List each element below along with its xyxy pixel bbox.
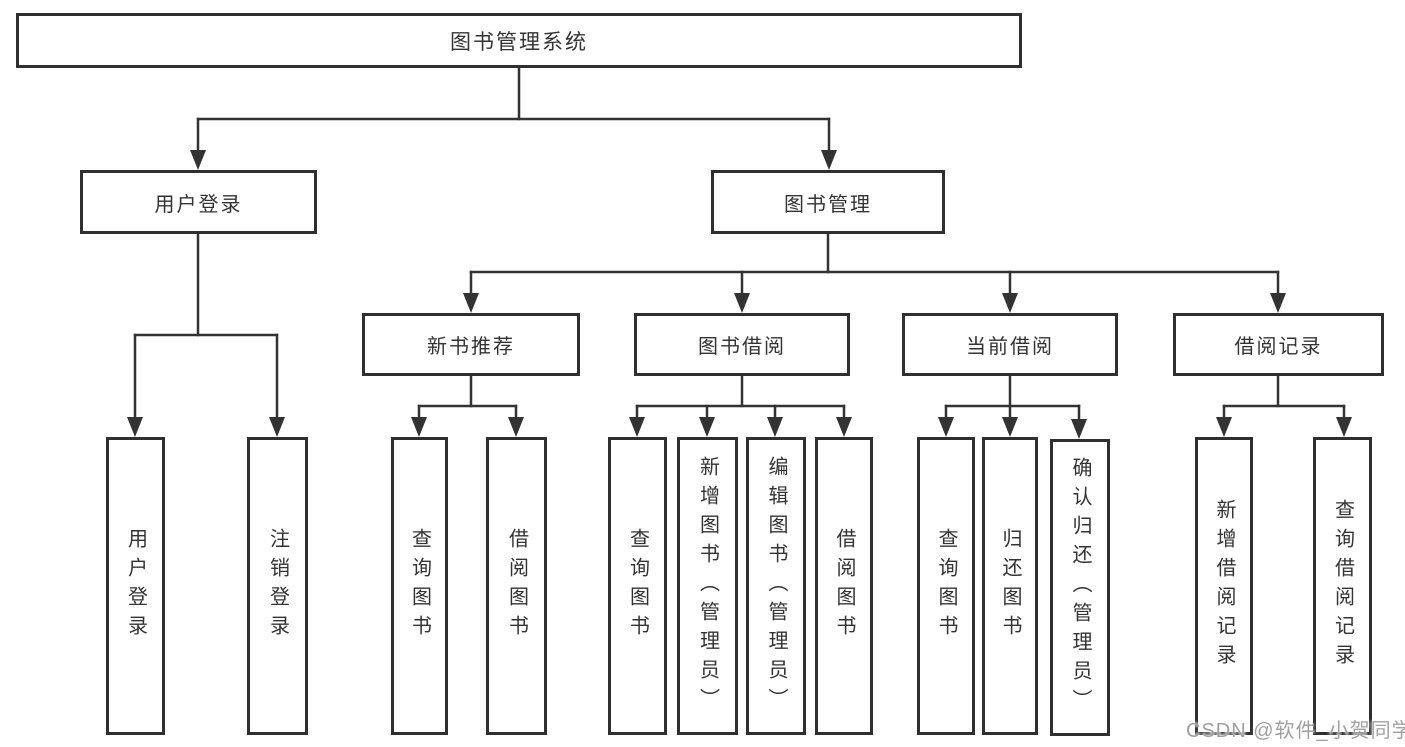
leaf-add-books-admin: 新增图书（管理员） bbox=[677, 437, 738, 735]
leaf-query-books-2-label: 查询图书 bbox=[626, 528, 649, 644]
leaf-query-books-3: 查询图书 bbox=[917, 437, 975, 735]
node-book-borrow: 图书借阅 bbox=[634, 313, 850, 376]
watermark: CSDN @软件_小贺同学 bbox=[1186, 720, 1405, 742]
leaf-query-borrow-record-label: 查询借阅记录 bbox=[1331, 499, 1354, 673]
leaf-return-books-label: 归还图书 bbox=[999, 528, 1021, 644]
leaf-edit-books-admin: 编辑图书（管理员） bbox=[746, 437, 806, 735]
leaf-user-login-label: 用户登录 bbox=[124, 528, 147, 644]
leaf-return-books: 归还图书 bbox=[982, 437, 1038, 735]
node-borrow-records: 借阅记录 bbox=[1173, 313, 1384, 376]
leaf-borrow-books-2: 借阅图书 bbox=[815, 437, 873, 735]
leaf-add-books-admin-label: 新增图书（管理员） bbox=[696, 455, 719, 717]
leaf-query-borrow-record: 查询借阅记录 bbox=[1313, 437, 1372, 735]
leaf-confirm-return-admin: 确认归还（管理员） bbox=[1050, 439, 1110, 736]
node-borrow-records-label: 借阅记录 bbox=[1234, 336, 1323, 358]
leaf-edit-books-admin-label: 编辑图书（管理员） bbox=[765, 455, 787, 717]
leaf-confirm-return-admin-label: 确认归还（管理员） bbox=[1069, 457, 1091, 718]
leaf-logout: 注销登录 bbox=[247, 437, 308, 735]
node-book-management-label: 图书管理 bbox=[784, 193, 872, 216]
leaf-add-borrow-record-label: 新增借阅记录 bbox=[1213, 499, 1235, 673]
leaf-borrow-books-1: 借阅图书 bbox=[486, 437, 547, 735]
node-new-book-recommend-label: 新书推荐 bbox=[427, 336, 515, 358]
leaf-query-books-1-label: 查询图书 bbox=[408, 528, 431, 644]
node-library-system: 图书管理系统 bbox=[16, 13, 1022, 68]
leaf-query-books-1: 查询图书 bbox=[391, 437, 448, 735]
node-user-login-label: 用户登录 bbox=[154, 193, 243, 216]
node-library-system-label: 图书管理系统 bbox=[450, 30, 588, 54]
node-current-borrow-label: 当前借阅 bbox=[966, 336, 1054, 358]
leaf-user-login: 用户登录 bbox=[106, 437, 165, 735]
leaf-borrow-books-1-label: 借阅图书 bbox=[505, 528, 528, 644]
node-book-management: 图书管理 bbox=[711, 170, 945, 234]
node-book-borrow-label: 图书借阅 bbox=[698, 336, 786, 358]
node-user-login: 用户登录 bbox=[80, 170, 317, 234]
leaf-borrow-books-2-label: 借阅图书 bbox=[833, 528, 855, 644]
leaf-logout-label: 注销登录 bbox=[266, 528, 289, 644]
node-new-book-recommend: 新书推荐 bbox=[362, 313, 580, 376]
leaf-add-borrow-record: 新增借阅记录 bbox=[1195, 437, 1253, 735]
leaf-query-books-3-label: 查询图书 bbox=[935, 528, 957, 644]
leaf-query-books-2: 查询图书 bbox=[608, 437, 667, 735]
node-current-borrow: 当前借阅 bbox=[902, 313, 1118, 376]
